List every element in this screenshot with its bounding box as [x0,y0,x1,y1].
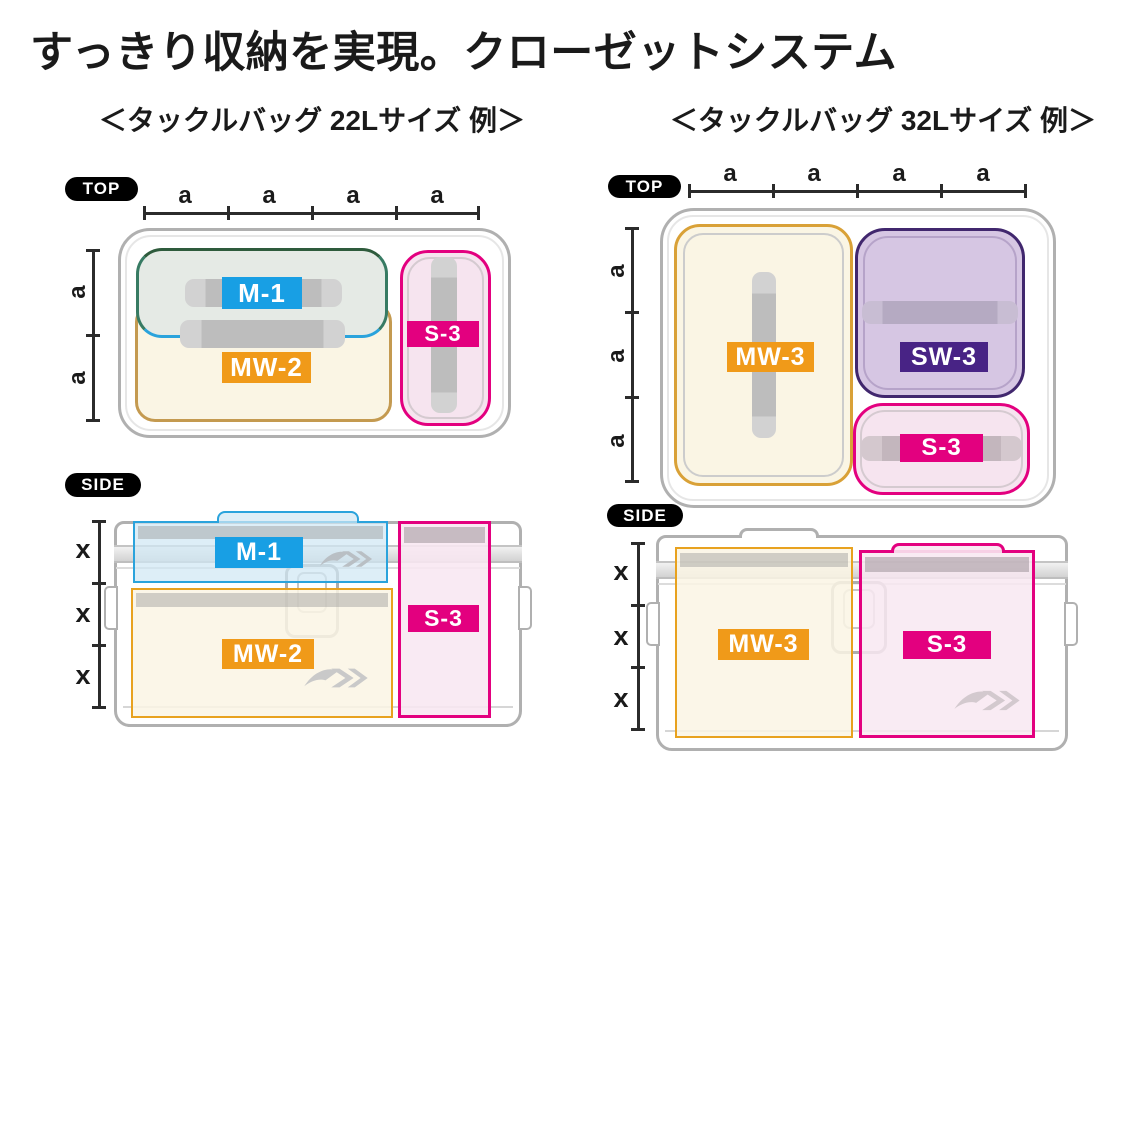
right-top-view-badge: TOP [608,175,681,198]
m1-lid-hump [217,511,359,523]
lid-strip [404,527,485,543]
dim-label-a: a [262,182,276,209]
dim-tick [631,604,645,607]
dim-label-a: a [64,371,91,385]
bag-side-tab [104,586,118,630]
dim-label-x: x [613,683,629,713]
bag-side-tab [646,602,660,646]
dim-label-a: a [603,434,630,448]
dim-tick [1024,184,1027,198]
label-mw3-side: MW-3 [718,629,809,660]
page-title: すっきり収納を実現。クローゼットシステム [30,29,897,77]
dim-tick [631,542,645,545]
dim-label-a: a [430,182,444,209]
label-mw3: MW-3 [727,342,814,372]
dim-tick [311,206,314,220]
right-side-view-badge: SIDE [607,504,683,527]
lid-strip [680,553,848,567]
dim-tick [86,249,100,252]
bag-lid-hump [739,528,819,538]
dim-tick [631,666,645,669]
dim-tick [86,334,100,337]
dim-label-a: a [64,285,91,299]
dim-label-a: a [346,182,360,209]
label-s3: S-3 [407,321,479,347]
s3-lid-hump [891,543,1005,553]
dim-label-x: x [75,660,91,690]
dim-tick [477,206,480,220]
dim-tick [625,227,639,230]
label-s3-side: S-3 [408,605,479,632]
dim-label-a: a [976,160,990,187]
overlay-mw2-side [131,588,393,718]
dim-label-a: a [723,160,737,187]
dim-tick [625,480,639,483]
dim-tick [92,582,106,585]
left-top-view-badge: TOP [65,177,138,201]
lid-strip [138,526,383,539]
dim-label-x: x [75,534,91,564]
left-side-view-badge: SIDE [65,473,141,497]
right-column-header: ＜タックルバッグ 32Lサイズ 例＞ [669,105,1097,136]
dim-tick [772,184,775,198]
handle-strap [180,320,345,348]
lid-strip [136,593,388,607]
dim-tick [625,396,639,399]
lid-strip [865,557,1029,572]
label-mw2: MW-2 [222,352,311,383]
label-s3-side-right: S-3 [903,631,991,659]
bag-side-tab [518,586,532,630]
left-column-header: ＜タックルバッグ 22Lサイズ 例＞ [98,105,526,136]
dim-tick [86,419,100,422]
dim-label-a: a [892,160,906,187]
dim-tick [92,644,106,647]
right-top-vdim-line [631,228,634,482]
left-side-vdim-line [98,521,101,708]
label-m1-side: M-1 [215,537,303,568]
dim-tick [940,184,943,198]
dim-tick [227,206,230,220]
label-s3-right: S-3 [900,434,983,462]
dim-tick [688,184,691,198]
label-m1: M-1 [222,277,302,309]
dim-label-a: a [807,160,821,187]
dim-label-a: a [603,264,630,278]
dim-tick [143,206,146,220]
dim-label-a: a [178,182,192,209]
bag-side-tab [1064,602,1078,646]
daiwa-logo-icon [319,551,373,567]
dim-tick [92,706,106,709]
right-side-vdim-line [637,543,640,731]
dim-tick [92,520,106,523]
dim-tick [625,311,639,314]
label-sw3: SW-3 [900,342,988,372]
label-mw2-side: MW-2 [222,639,314,669]
dim-label-x: x [613,556,629,586]
dim-label-x: x [75,598,91,628]
dim-tick [631,728,645,731]
dim-tick [856,184,859,198]
daiwa-logo-icon [954,690,1020,711]
handle-strap [862,301,1018,324]
dim-label-a: a [603,349,630,363]
dim-label-x: x [613,621,629,651]
dim-tick [395,206,398,220]
